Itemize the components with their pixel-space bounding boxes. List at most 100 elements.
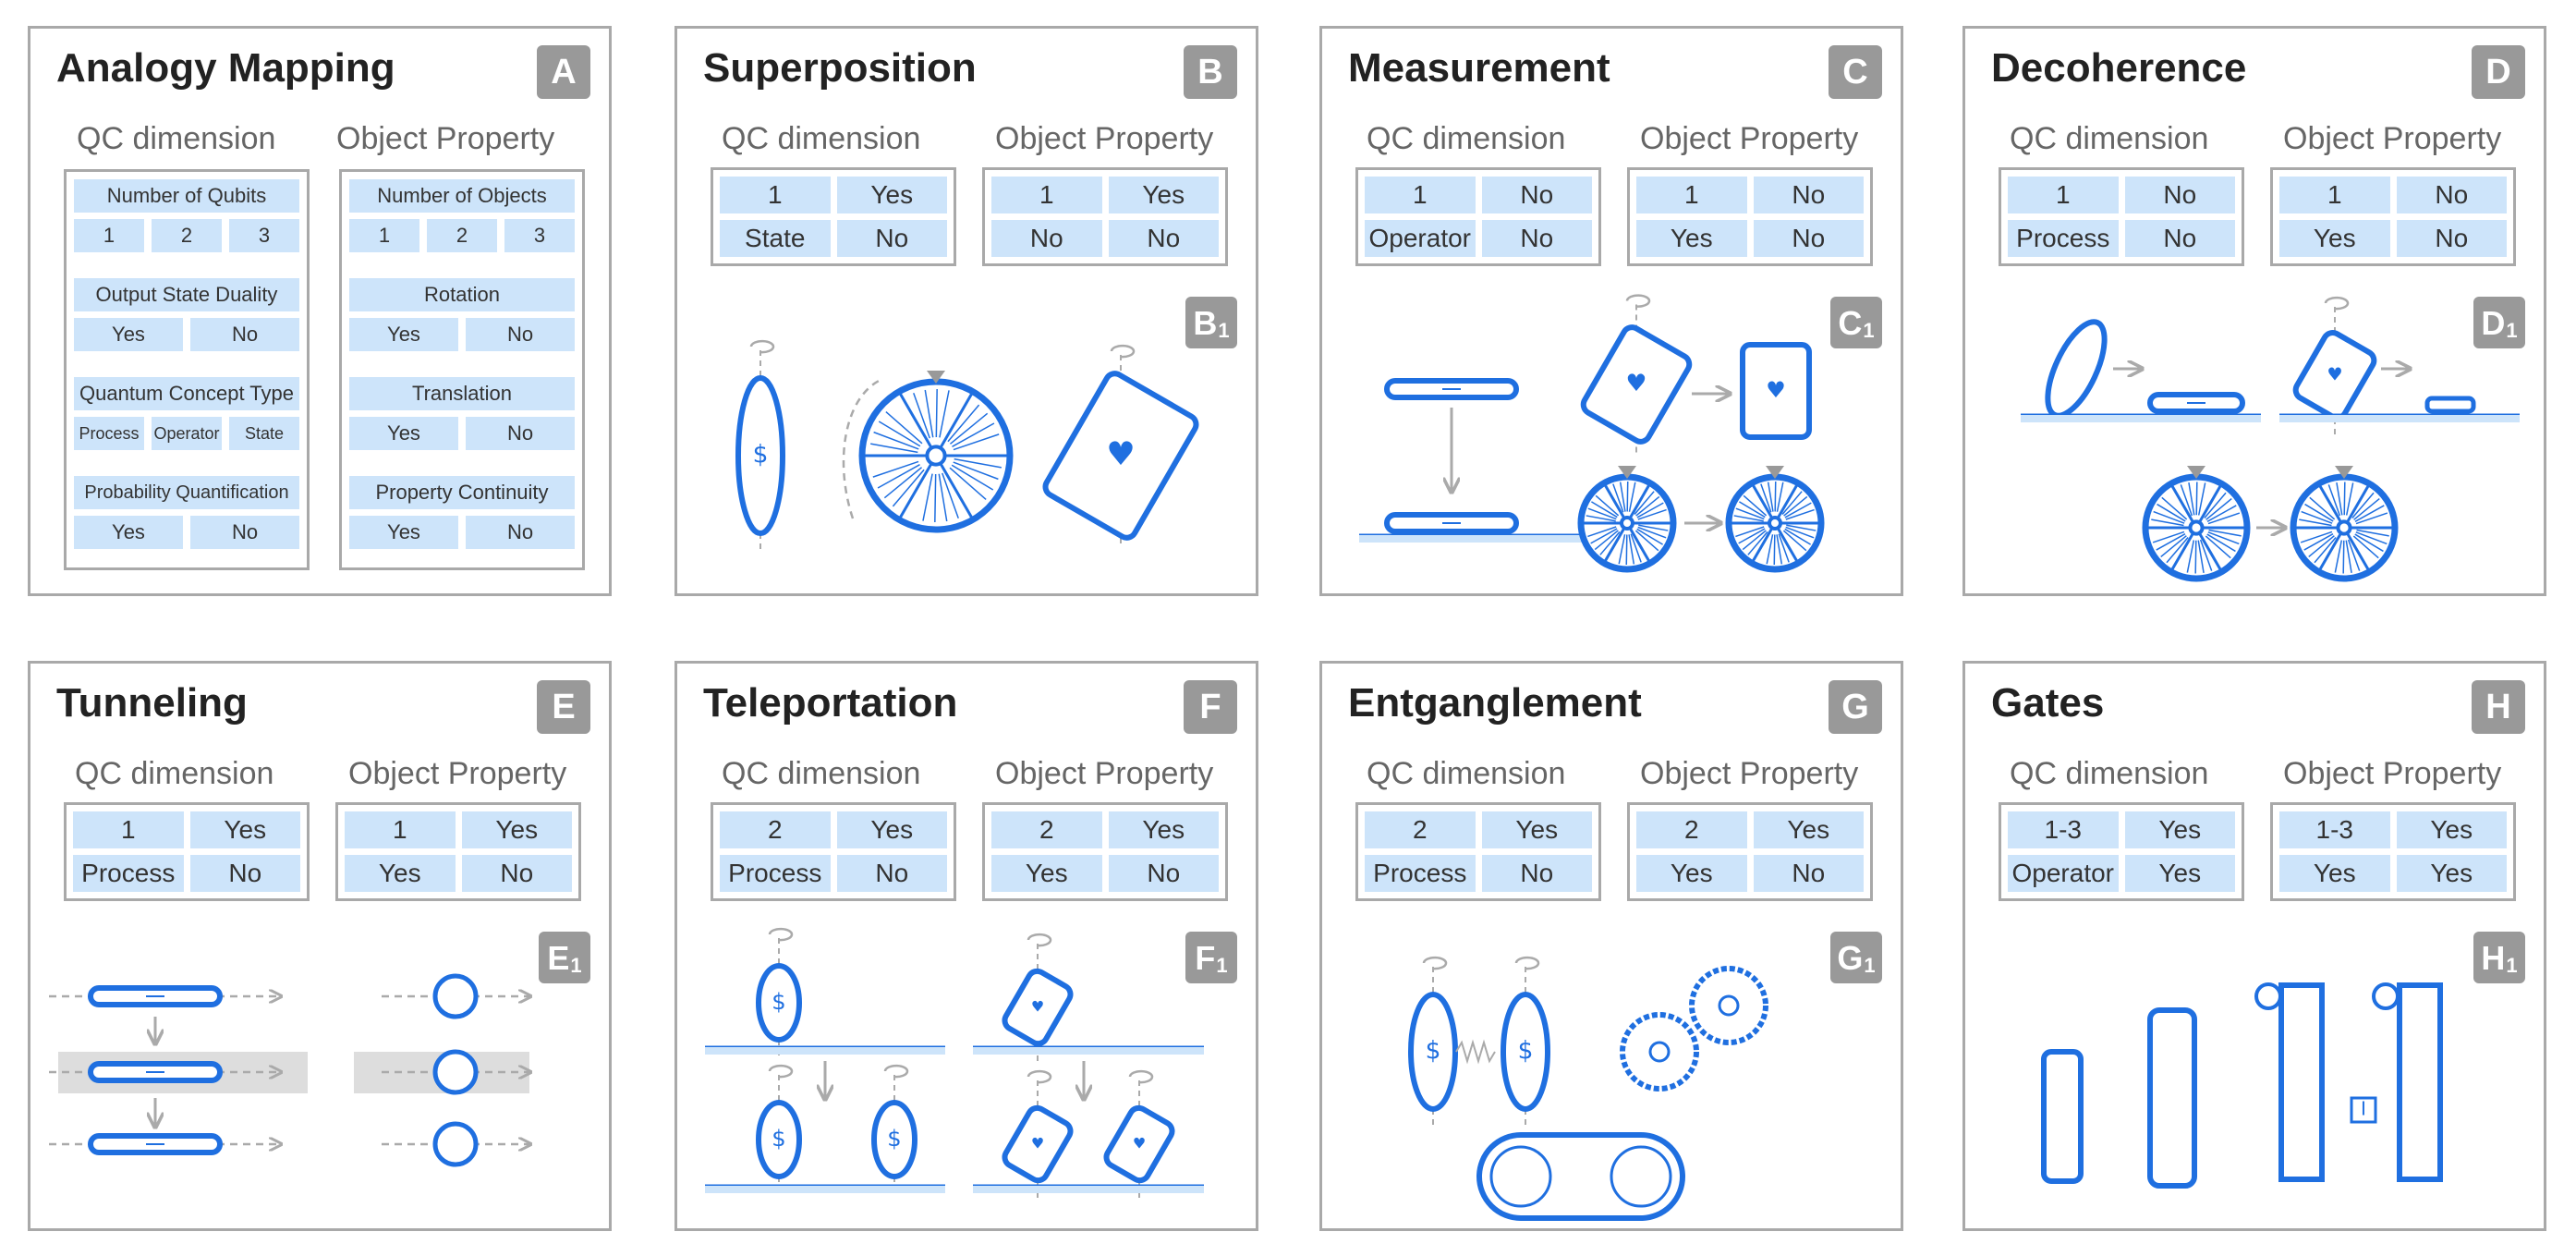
- wheel-hatch: [2161, 496, 2188, 520]
- panel-badge: B: [1184, 45, 1237, 99]
- wheel-hatch: [2303, 533, 2334, 551]
- sub-figure-letter: G: [1837, 939, 1864, 977]
- qc-cell: Yes: [2124, 855, 2235, 892]
- wheel-hatch: [1738, 528, 1766, 544]
- panel-badge: H: [2472, 680, 2525, 734]
- option-cell: State: [229, 417, 299, 450]
- obj-cell: Yes: [1108, 811, 1219, 848]
- wheel-spoke: [934, 455, 975, 521]
- wheel-hatch: [2343, 482, 2346, 516]
- option-cell: 3: [229, 219, 299, 252]
- sub-figure-index: 1: [2506, 319, 2518, 342]
- card-icon: [1580, 324, 1693, 445]
- qc-cell: Yes: [836, 177, 947, 213]
- wheel-hatch: [2354, 505, 2385, 522]
- sub-figure-letter: H: [2481, 939, 2506, 977]
- group-header: Probability Quantification: [74, 476, 299, 509]
- coin-icon: [2372, 982, 2400, 1010]
- obj-cell: 2: [991, 811, 1102, 848]
- option-cell: No: [466, 417, 575, 450]
- wheel-hatch: [2207, 512, 2241, 525]
- group-header: Number of Qubits: [74, 179, 299, 213]
- illustration-b: $♥: [735, 339, 1199, 552]
- wheel-hatch: [892, 469, 925, 507]
- wheel-hatch: [1612, 483, 1624, 513]
- wheel-hatch: [953, 461, 999, 481]
- illustration-c: ♥♥: [1359, 294, 1825, 573]
- wheel-hatch: [2206, 533, 2236, 553]
- wheel-hatch: [1773, 534, 1776, 566]
- wheel-spoke: [2342, 527, 2371, 573]
- illustration-e: [49, 973, 614, 1167]
- qc-cell: No: [2124, 220, 2235, 257]
- wheel-hatch: [883, 467, 923, 499]
- wheel-hatch: [1591, 501, 1618, 518]
- wheel-hatch: [885, 410, 923, 445]
- wheel-hatch: [2207, 531, 2240, 545]
- card-icon: [2292, 330, 2377, 421]
- wheel-hatch: [924, 389, 934, 438]
- obj-cell: No: [1753, 855, 1864, 892]
- sub-figure-index: 1: [1216, 954, 1228, 977]
- wheel-hatch: [1637, 508, 1667, 520]
- wheel-hatch: [954, 457, 1002, 469]
- obj-cell: No: [2396, 220, 2507, 257]
- obj-cell: Yes: [345, 855, 456, 892]
- rotate-arrow-icon: [768, 927, 794, 942]
- dollar-icon: $: [772, 989, 785, 1015]
- wheel-hatch: [870, 443, 918, 454]
- obj-cell: Yes: [1753, 811, 1864, 848]
- sub-figure-index: 1: [2506, 954, 2518, 977]
- rotate-arrow-icon: [1514, 956, 1540, 970]
- pulley-icon: [1489, 1145, 1552, 1208]
- option-cell: Operator: [152, 417, 222, 450]
- rotate-arrow-icon: [883, 1064, 909, 1079]
- qc-cell: No: [1481, 220, 1592, 257]
- wheel-hatch: [1626, 481, 1629, 512]
- panel-title: Measurement: [1348, 45, 1610, 91]
- wheel-hatch: [1618, 534, 1626, 565]
- card-icon: [1103, 1104, 1175, 1184]
- option-cell: Yes: [349, 417, 458, 450]
- sub-figure-letter: C: [1838, 304, 1863, 342]
- rotate-arrow-icon: [1625, 294, 1651, 308]
- wheel-hub: [1620, 516, 1634, 531]
- heart-icon: ♥: [1031, 1135, 1044, 1153]
- ground-shadow: [2021, 415, 2261, 422]
- wheel-hatch: [1630, 533, 1642, 563]
- ibeam-icon: I: [2361, 1098, 2366, 1120]
- wheel-hatch: [2206, 505, 2237, 522]
- qc-cell: 1-3: [2008, 811, 2119, 848]
- qc-cell: State: [720, 220, 831, 257]
- wheel-hatch: [1587, 507, 1617, 520]
- card-icon: [1002, 968, 1074, 1047]
- ball-icon: [432, 1049, 479, 1095]
- qc-cell: No: [836, 220, 947, 257]
- wheel-spoke: [1750, 482, 1777, 524]
- wheel-spoke: [2194, 527, 2223, 573]
- obj-cell: No: [1108, 855, 1219, 892]
- wheel-hatch: [2194, 540, 2197, 574]
- rotate-arrow-icon: [2324, 296, 2350, 311]
- wheel-hatch: [2309, 496, 2336, 520]
- coin-icon: [756, 1100, 802, 1179]
- wheel-hatch: [1785, 508, 1815, 520]
- qc-cell: 1: [2008, 177, 2119, 213]
- group-header: Translation: [349, 377, 575, 410]
- option-cell: 2: [427, 219, 497, 252]
- wheel-hatch: [949, 467, 987, 501]
- wheel-hatch: [1595, 494, 1620, 517]
- conveyor-belt-icon: [1476, 1132, 1685, 1221]
- wheel-hatch: [2208, 529, 2242, 537]
- wheel-hatch: [2354, 533, 2384, 553]
- option-cell: Yes: [74, 516, 183, 549]
- ball-icon: [432, 973, 479, 1019]
- rotate-arrow-icon: [1422, 956, 1448, 970]
